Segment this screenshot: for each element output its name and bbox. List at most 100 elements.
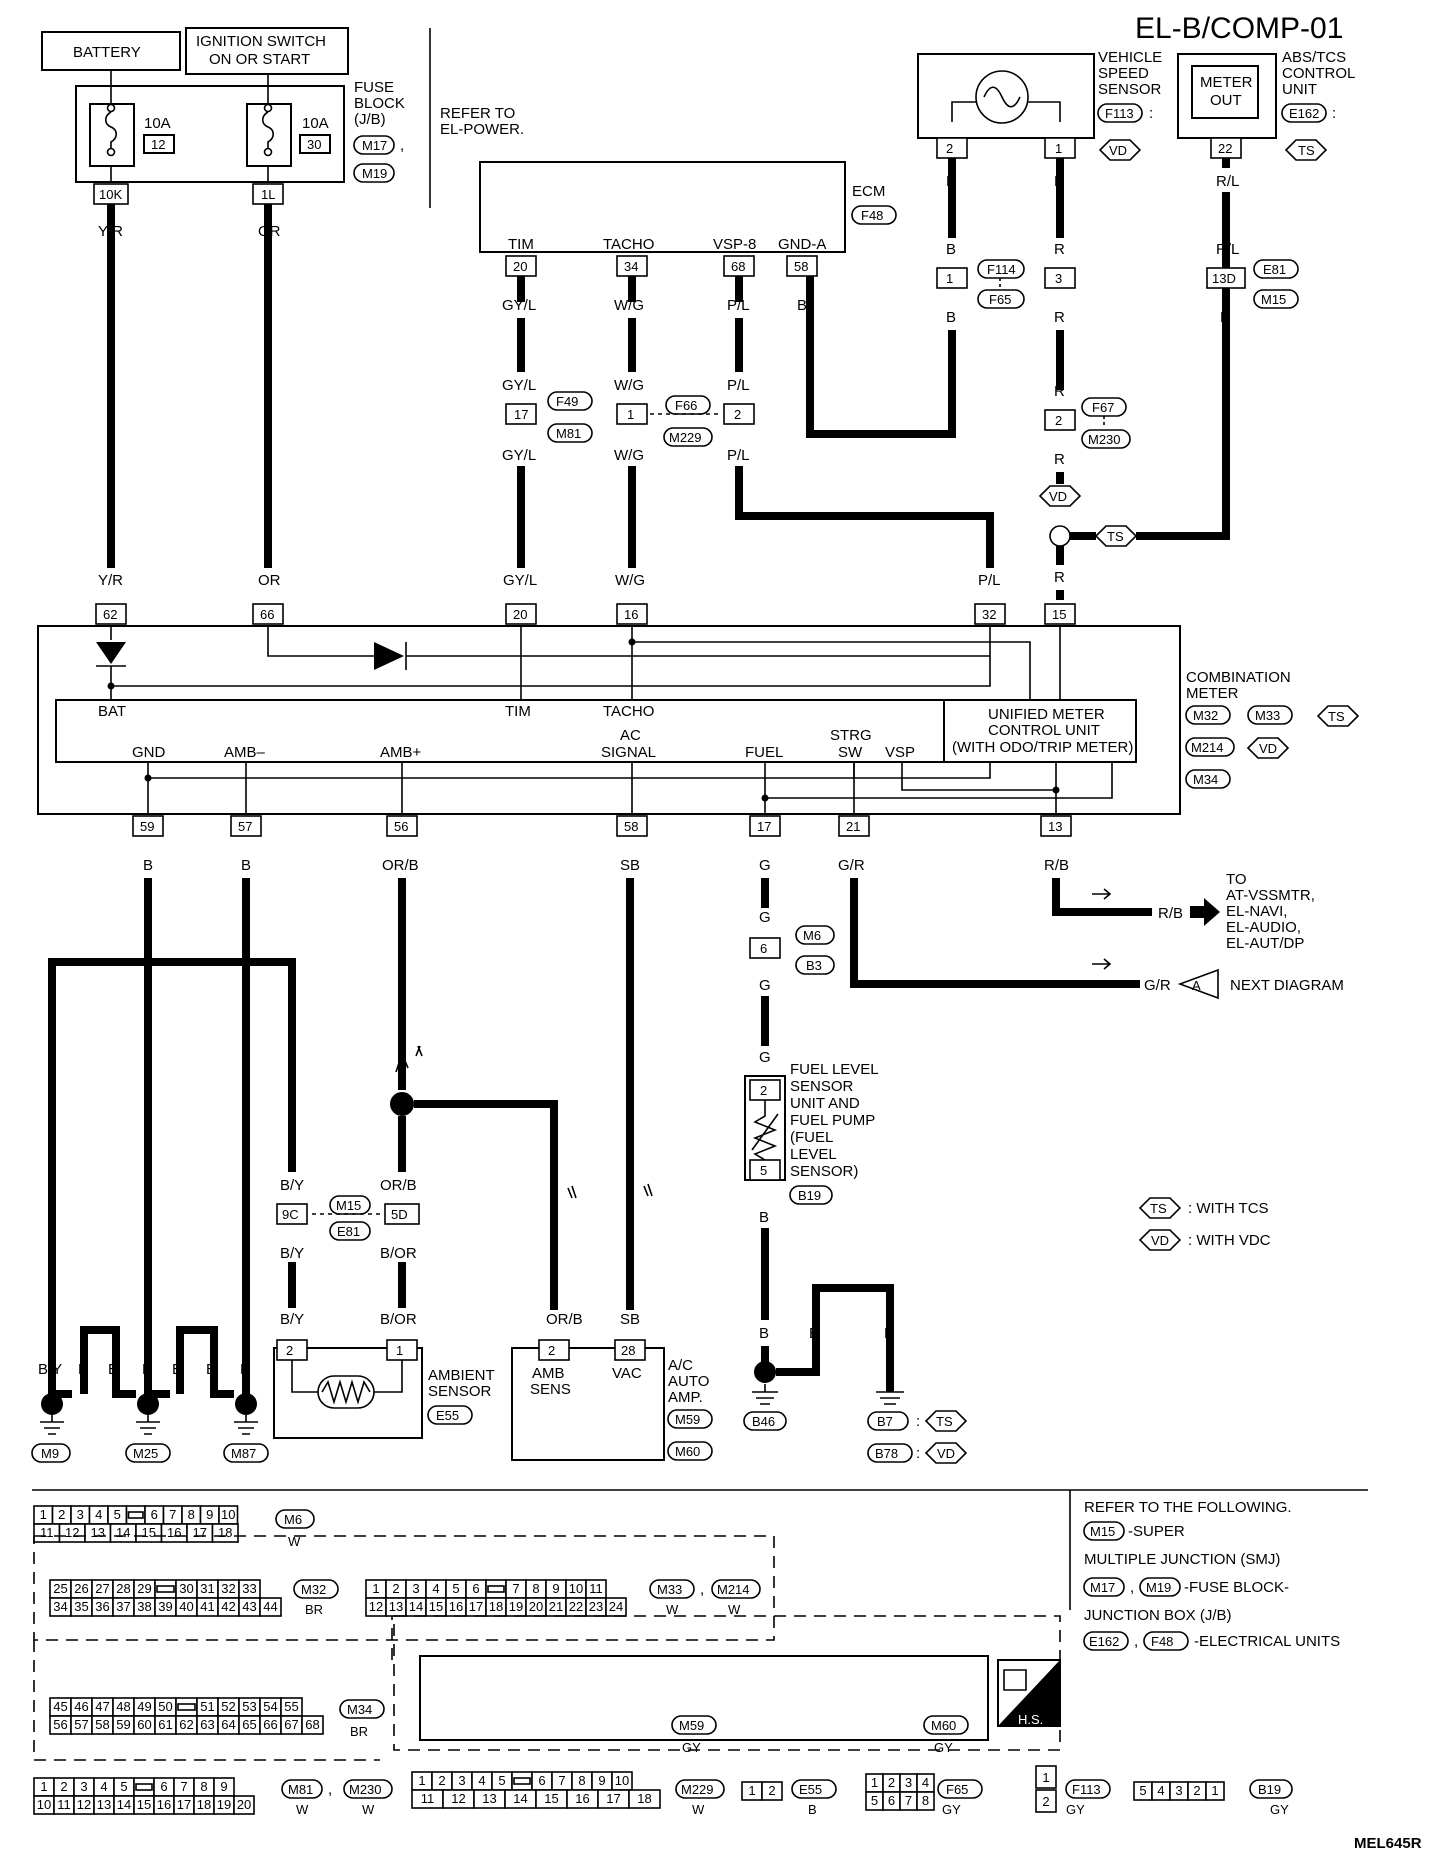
svg-text:SB: SB — [620, 857, 640, 874]
pin-number: 46 — [74, 1699, 88, 1714]
svg-text:G: G — [759, 977, 771, 994]
svg-text:VD: VD — [1049, 489, 1067, 504]
pin-number: 13 — [389, 1599, 403, 1614]
diagram-code: MEL645R — [1354, 1835, 1422, 1852]
pin-number: 4 — [1157, 1783, 1164, 1798]
svg-text:GY: GY — [1066, 1802, 1085, 1817]
pin-number: 65 — [242, 1717, 256, 1732]
svg-text:F114: F114 — [987, 262, 1016, 277]
svg-text:1: 1 — [1055, 141, 1062, 156]
pin-number: 4 — [922, 1775, 929, 1790]
pin-key — [135, 1783, 153, 1791]
svg-text:SPEED: SPEED — [1098, 65, 1149, 82]
svg-text:UNIT AND: UNIT AND — [790, 1095, 860, 1112]
pin-number: 29 — [137, 1581, 151, 1596]
svg-text::: : — [916, 1413, 920, 1430]
svg-text:-FUSE BLOCK-: -FUSE BLOCK- — [1184, 1579, 1289, 1596]
svg-text:SENSOR: SENSOR — [790, 1078, 854, 1095]
battery-label: BATTERY — [73, 44, 141, 61]
svg-text:M15: M15 — [1090, 1524, 1115, 1539]
pin-number: 7 — [558, 1773, 565, 1788]
pin-number: 56 — [53, 1717, 67, 1732]
svg-text:F67: F67 — [1092, 400, 1114, 415]
svg-text:REFER TO THE FOLLOWING.: REFER TO THE FOLLOWING. — [1084, 1499, 1292, 1516]
pin-number: 14 — [117, 1797, 131, 1812]
ecm-box — [479, 161, 846, 253]
pin-number: 1 — [871, 1775, 878, 1790]
svg-text:W/G: W/G — [614, 447, 644, 464]
svg-text:W: W — [362, 1802, 375, 1817]
pin-number: 1 — [372, 1581, 379, 1596]
pin-number: 1 — [40, 1507, 47, 1522]
svg-text:,: , — [700, 1581, 704, 1598]
svg-text:EL-POWER.: EL-POWER. — [440, 121, 524, 138]
pin-key — [127, 1511, 144, 1519]
pin-number: 4 — [100, 1779, 107, 1794]
svg-text:UNIFIED METER: UNIFIED METER — [988, 706, 1105, 723]
svg-text:VD: VD — [1259, 741, 1277, 756]
pin-number: 28 — [116, 1581, 130, 1596]
svg-text::: : — [1149, 105, 1153, 122]
pin-number: 11 — [57, 1797, 71, 1812]
pin-number: 1 — [1042, 1770, 1049, 1785]
svg-text:30: 30 — [307, 137, 321, 152]
pin-key — [487, 1585, 505, 1593]
pin-number: 13 — [91, 1525, 105, 1540]
svg-text:59: 59 — [140, 819, 154, 834]
pin-number: 52 — [221, 1699, 235, 1714]
svg-text:M59: M59 — [679, 1718, 704, 1733]
svg-text:,: , — [328, 1781, 332, 1798]
svg-text:-SUPER: -SUPER — [1128, 1523, 1185, 1540]
svg-text:M214: M214 — [717, 1582, 750, 1597]
pin-number: 9 — [206, 1507, 213, 1522]
svg-text:1: 1 — [946, 271, 953, 286]
svg-text:OR/B: OR/B — [546, 1311, 583, 1328]
svg-text:B/Y: B/Y — [280, 1177, 304, 1194]
pin-cell — [259, 1597, 282, 1617]
pin-number: 23 — [589, 1599, 603, 1614]
pin-number: 18 — [489, 1599, 503, 1614]
svg-text:TACHO: TACHO — [603, 703, 654, 720]
svg-text:B: B — [759, 1209, 769, 1226]
svg-text:W/G: W/G — [615, 572, 645, 589]
svg-text:68: 68 — [731, 259, 745, 274]
pin-number: 41 — [200, 1599, 214, 1614]
pin-number: 10 — [221, 1507, 235, 1522]
pin-number: 7 — [905, 1793, 912, 1808]
svg-text:M34: M34 — [1193, 772, 1218, 787]
pin-number: 2 — [60, 1779, 67, 1794]
svg-text:M17: M17 — [362, 138, 387, 153]
svg-text:OR/B: OR/B — [380, 1177, 417, 1194]
pin-cell — [211, 1523, 239, 1543]
pin-number: 12 — [65, 1525, 79, 1540]
pin-number: 2 — [438, 1773, 445, 1788]
svg-text:SENSOR): SENSOR) — [790, 1163, 858, 1180]
pin-number: 4 — [432, 1581, 439, 1596]
svg-text:M60: M60 — [675, 1444, 700, 1459]
pin-number: 15 — [142, 1525, 156, 1540]
svg-text:LEVEL: LEVEL — [790, 1146, 837, 1163]
svg-text:,: , — [1130, 1579, 1134, 1596]
svg-text:M229: M229 — [669, 430, 702, 445]
svg-text:MULTIPLE JUNCTION (SMJ): MULTIPLE JUNCTION (SMJ) — [1084, 1551, 1280, 1568]
svg-text:G: G — [759, 857, 771, 874]
diagram-title: EL-B/COMP-01 — [1135, 12, 1343, 45]
pin-number: 18 — [218, 1525, 232, 1540]
svg-text:SENS: SENS — [530, 1381, 571, 1398]
pin-number: 64 — [221, 1717, 235, 1732]
pin-number: 61 — [158, 1717, 172, 1732]
svg-text:M60: M60 — [931, 1718, 956, 1733]
svg-text:M6: M6 — [803, 928, 821, 943]
svg-text:UNIT: UNIT — [1282, 81, 1317, 98]
svg-text:TS: TS — [1298, 143, 1315, 158]
svg-text:SW: SW — [838, 744, 863, 761]
ac-auto-amp — [511, 1347, 665, 1461]
svg-text:: WITH TCS: : WITH TCS — [1188, 1200, 1269, 1217]
svg-text:FUEL: FUEL — [745, 744, 783, 761]
svg-text:F65: F65 — [989, 292, 1011, 307]
svg-text:M32: M32 — [1193, 708, 1218, 723]
svg-text::: : — [1332, 105, 1336, 122]
pin-number: 5 — [871, 1793, 878, 1808]
pin-number: 27 — [95, 1581, 109, 1596]
svg-text:G: G — [759, 1049, 771, 1066]
